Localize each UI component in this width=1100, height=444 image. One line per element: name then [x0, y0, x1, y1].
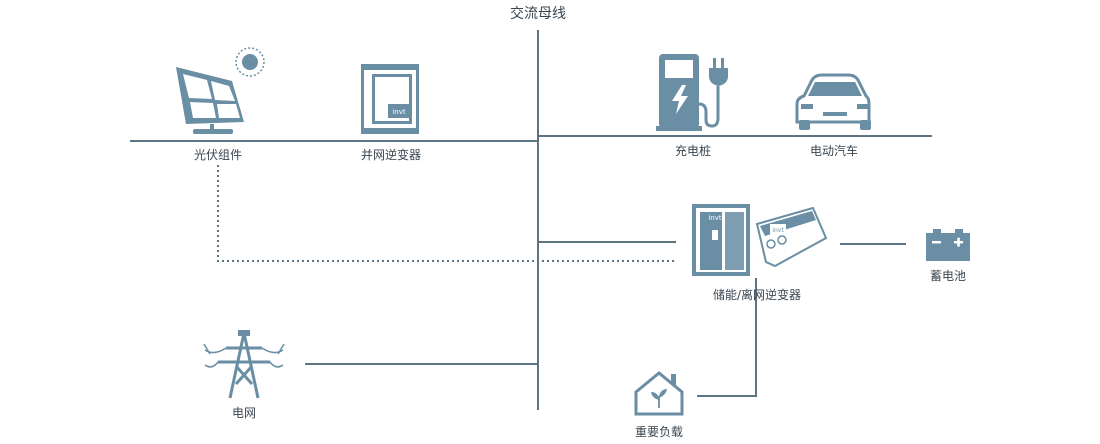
label-grid: 电网 — [231, 406, 257, 420]
label-important-load: 重要负载 — [634, 425, 684, 439]
label-charging-pile: 充电桩 — [674, 144, 712, 158]
storage-inverter-icon: invt invt — [692, 204, 828, 276]
load-link — [697, 278, 757, 397]
plug-icon — [709, 58, 728, 86]
label-electric-car: 电动汽车 — [809, 144, 859, 158]
label-storage-inverter: 储能/离网逆变器 — [712, 288, 802, 302]
solar-panel-icon — [176, 67, 244, 134]
pv-dc-dotted-link — [217, 165, 676, 262]
label-pv-module: 光伏组件 — [193, 148, 243, 162]
label-grid-inverter: 并网逆变器 — [360, 148, 422, 162]
house-icon — [634, 371, 684, 416]
inverter-icon: invt — [361, 64, 419, 134]
charging-pile-icon — [656, 54, 720, 131]
svg-text:invt: invt — [392, 108, 406, 116]
sun-icon — [235, 47, 265, 77]
battery-icon — [926, 229, 970, 261]
svg-text:invt: invt — [708, 214, 722, 222]
label-battery: 蓄电池 — [929, 269, 967, 283]
svg-text:invt: invt — [772, 227, 784, 234]
car-icon — [795, 73, 871, 130]
ac-bus-title: 交流母线 — [510, 6, 566, 22]
connection-lines — [130, 30, 932, 410]
pylon-icon — [203, 330, 285, 399]
